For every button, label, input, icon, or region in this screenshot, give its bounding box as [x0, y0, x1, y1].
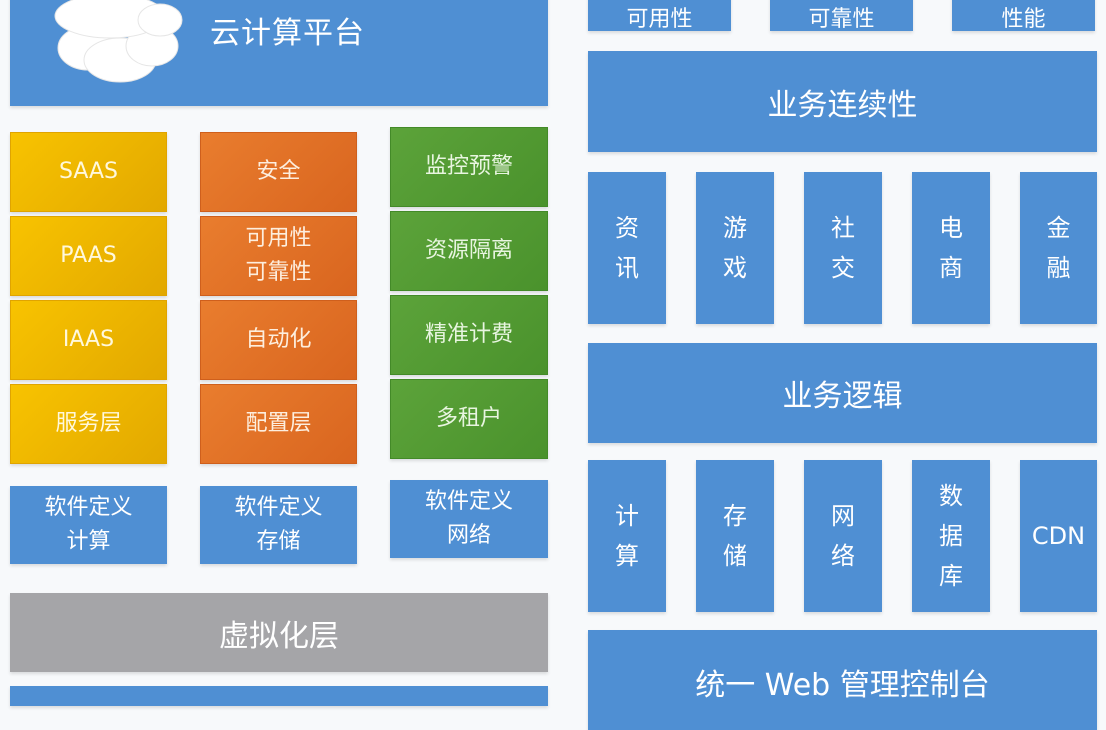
- resource-database: 数据库: [912, 460, 990, 612]
- box-label: 可用性: [626, 7, 693, 32]
- char: 数: [939, 482, 963, 510]
- sd-compute-box: 软件定义 计算: [10, 486, 167, 564]
- box-label: 服务层: [55, 411, 122, 436]
- char: 计: [615, 502, 639, 530]
- availability-reliability-box: 可用性 可靠性: [200, 216, 357, 296]
- box-label: 安全: [256, 159, 301, 184]
- scenario-news: 资讯: [588, 172, 666, 324]
- security-box: 安全: [200, 132, 357, 212]
- char: 络: [831, 542, 855, 570]
- box-label: 业务逻辑: [782, 379, 903, 414]
- sd-network-box: 软件定义 网络: [390, 480, 548, 558]
- precise-billing-box: 精准计费: [390, 295, 548, 375]
- config-layer-box: 配置层: [200, 384, 357, 464]
- resource-storage: 存储: [696, 460, 774, 612]
- box-label: 配置层: [245, 411, 312, 436]
- cloud-platform-banner: 云计算平台: [10, 0, 548, 106]
- box-label: SAAS: [58, 159, 119, 184]
- resource-compute: 计算: [588, 460, 666, 612]
- char: 游: [723, 214, 747, 242]
- char: 储: [723, 542, 747, 570]
- box-label: 软件定义 网络: [424, 489, 513, 548]
- cloud-icon: [54, 0, 183, 83]
- char: 讯: [615, 254, 639, 282]
- layer-paas: PAAS: [10, 216, 167, 296]
- char: 融: [1046, 254, 1071, 282]
- reliability-box-cutoff: 可靠性: [770, 0, 913, 32]
- char: 据: [939, 522, 963, 550]
- automation-box: 自动化: [200, 300, 357, 380]
- char: 电: [939, 214, 963, 242]
- box-label: 软件定义 存储: [234, 495, 323, 554]
- resource-network: 网络: [804, 460, 882, 612]
- scenario-finance: 金融: [1020, 172, 1097, 324]
- box-label: 虚拟化层: [219, 618, 339, 654]
- resource-cdn: CDN: [1020, 460, 1097, 612]
- business-logic-band: 业务逻辑: [588, 343, 1097, 443]
- layer-saas: SAAS: [10, 132, 167, 212]
- box-label: 统一 Web 管理控制台: [695, 668, 990, 703]
- box-label: 资源隔离: [424, 238, 513, 263]
- multi-tenant-box: 多租户: [390, 379, 548, 459]
- box-label: 精准计费: [424, 322, 513, 347]
- availability-box-cutoff: 可用性: [588, 0, 731, 32]
- char: 网: [831, 502, 855, 530]
- char: 算: [615, 542, 639, 570]
- scenario-games: 游戏: [696, 172, 774, 324]
- virtualization-layer: 虚拟化层: [10, 593, 548, 672]
- business-continuity-band: 业务连续性: [588, 51, 1097, 152]
- char: CDN: [1031, 522, 1086, 550]
- web-console-band: 统一 Web 管理控制台: [588, 630, 1097, 730]
- box-label: 自动化: [245, 327, 312, 352]
- char: 戏: [723, 254, 747, 282]
- char: 商: [939, 254, 963, 282]
- char: 存: [723, 502, 747, 530]
- scenario-social: 社交: [804, 172, 882, 324]
- scenario-ecommerce: 电商: [912, 172, 990, 324]
- layer-iaas: IAAS: [10, 300, 167, 380]
- char: 资: [615, 214, 639, 242]
- box-label: PAAS: [60, 243, 117, 268]
- bottom-layer-cutoff: [10, 686, 548, 706]
- sd-storage-box: 软件定义 存储: [200, 486, 357, 564]
- char: 金: [1046, 214, 1071, 242]
- performance-box-cutoff: 性能: [952, 0, 1095, 32]
- char: 交: [831, 254, 855, 282]
- box-label: 可用性 可靠性: [245, 226, 312, 285]
- box-label: 软件定义 计算: [44, 495, 133, 554]
- resource-isolation-box: 资源隔离: [390, 211, 548, 291]
- char: 社: [831, 214, 855, 242]
- box-label: IAAS: [62, 327, 115, 352]
- box-label: 多租户: [435, 406, 502, 431]
- monitoring-alert-box: 监控预警: [390, 127, 548, 207]
- box-label: 监控预警: [424, 154, 513, 179]
- page-title: 云计算平台: [210, 16, 365, 51]
- box-label: 可靠性: [808, 7, 875, 32]
- box-label: 业务连续性: [767, 87, 918, 123]
- service-layer: 服务层: [10, 384, 167, 464]
- char: 库: [939, 562, 963, 590]
- box-label: 性能: [1001, 7, 1046, 32]
